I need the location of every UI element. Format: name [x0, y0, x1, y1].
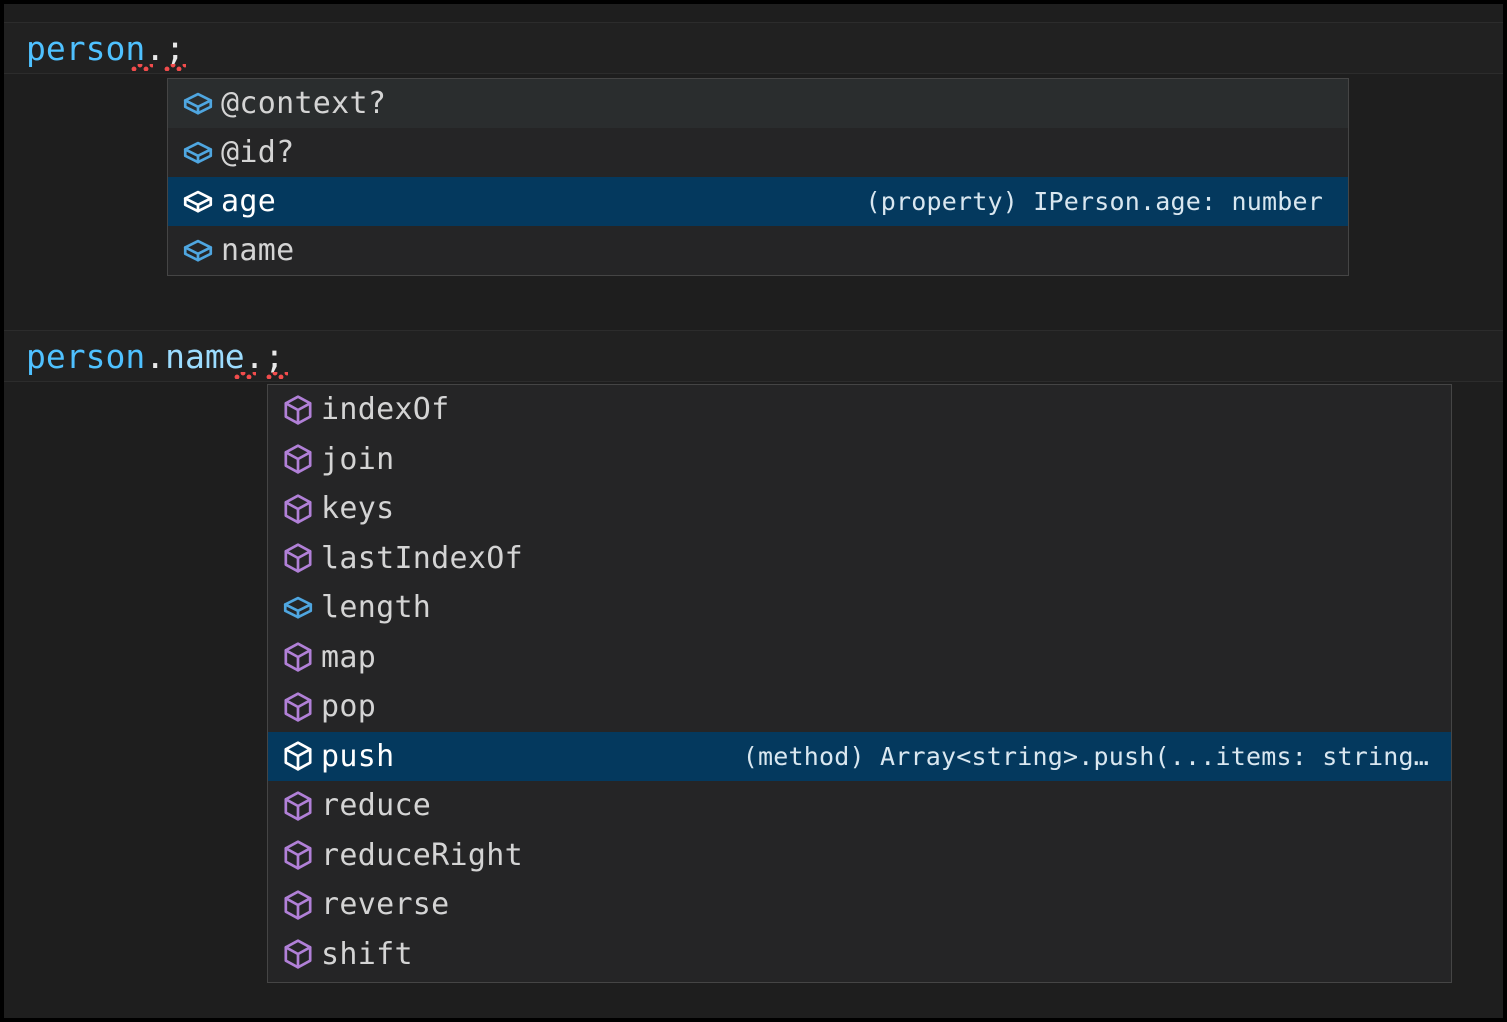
suggest-item-id[interactable]: @id? — [168, 128, 1348, 177]
code-dot: . — [145, 28, 166, 68]
suggest-item-label: name — [221, 233, 295, 268]
property-cube-icon — [181, 185, 221, 219]
suggest-item-label: push — [321, 738, 395, 774]
suggest-item-label: join — [321, 441, 395, 477]
suggest-item-context[interactable]: @context? — [168, 79, 1348, 128]
suggest-item-reverse[interactable]: reverse — [268, 880, 1451, 930]
code-dot: . — [244, 336, 265, 376]
code-line-2[interactable]: person.name.; — [4, 330, 1503, 382]
suggest-item-label: map — [321, 639, 377, 675]
code-property: name — [165, 336, 245, 376]
suggest-widget-person-name[interactable]: indexOf join keys lastIndexOf length map pop pu… — [267, 384, 1452, 983]
method-cube-icon — [281, 789, 321, 823]
suggest-widget-person[interactable]: @context? @id? age (property) IPerson.age: … — [167, 78, 1349, 276]
method-cube-icon — [281, 690, 321, 724]
suggest-item-lastindexof[interactable]: lastIndexOf — [268, 533, 1451, 583]
method-cube-icon — [281, 492, 321, 526]
suggest-item-detail: (property) IPerson.age: number — [865, 187, 1323, 216]
suggest-item-label: pop — [321, 689, 377, 725]
suggest-item-label: indexOf — [321, 392, 450, 428]
suggest-item-map[interactable]: map — [268, 632, 1451, 682]
property-cube-icon — [181, 87, 221, 121]
method-cube-icon — [281, 838, 321, 872]
code-identifier: person — [26, 336, 146, 376]
suggest-item-age[interactable]: age (property) IPerson.age: number — [168, 177, 1348, 226]
suggest-item-name[interactable]: name — [168, 226, 1348, 275]
code-semicolon: ; — [264, 336, 285, 376]
method-cube-icon — [281, 739, 321, 773]
code-line-1[interactable]: person.; — [4, 22, 1503, 74]
suggest-item-shift[interactable]: shift — [268, 929, 1451, 979]
code-semicolon: ; — [165, 28, 185, 68]
suggest-item-label: length — [321, 590, 432, 626]
property-cube-icon — [181, 136, 221, 170]
code-editor[interactable]: person.; person.name.; @context?@id?age(… — [4, 4, 1503, 1018]
suggest-item-label: reverse — [321, 887, 450, 923]
code-identifier: person — [26, 28, 146, 68]
suggest-item-indexof[interactable]: indexOf — [268, 385, 1451, 435]
suggest-item-push[interactable]: push (method) Array<string>.push(...items… — [268, 731, 1451, 781]
suggest-item-keys[interactable]: keys — [268, 484, 1451, 534]
error-squiggle-icon — [131, 64, 153, 71]
property-cube-icon — [181, 234, 221, 268]
suggest-item-label: shift — [321, 936, 413, 972]
method-cube-icon — [281, 442, 321, 476]
error-squiggle-icon — [234, 372, 256, 379]
suggest-item-label: @context? — [221, 86, 387, 121]
method-cube-icon — [281, 640, 321, 674]
suggest-item-join[interactable]: join — [268, 434, 1451, 484]
suggest-item-detail: (method) Array<string>.push(...items: st… — [742, 741, 1429, 771]
code-dot: . — [145, 336, 166, 376]
suggest-item-pop[interactable]: pop — [268, 682, 1451, 732]
suggest-item-label: reduceRight — [321, 837, 523, 873]
suggest-item-reduceright[interactable]: reduceRight — [268, 830, 1451, 880]
suggest-item-label: reduce — [321, 788, 432, 824]
suggest-item-reduce[interactable]: reduce — [268, 781, 1451, 831]
property-cube-icon — [281, 591, 321, 625]
method-cube-icon — [281, 888, 321, 922]
method-cube-icon — [281, 541, 321, 575]
suggest-item-label: @id? — [221, 135, 295, 170]
suggest-item-label: keys — [321, 491, 395, 527]
suggest-item-length[interactable]: length — [268, 583, 1451, 633]
error-squiggle-icon — [266, 372, 288, 379]
suggest-item-label: lastIndexOf — [321, 540, 523, 576]
error-squiggle-icon — [164, 64, 186, 71]
method-cube-icon — [281, 393, 321, 427]
method-cube-icon — [281, 937, 321, 971]
suggest-item-label: age — [221, 184, 277, 219]
